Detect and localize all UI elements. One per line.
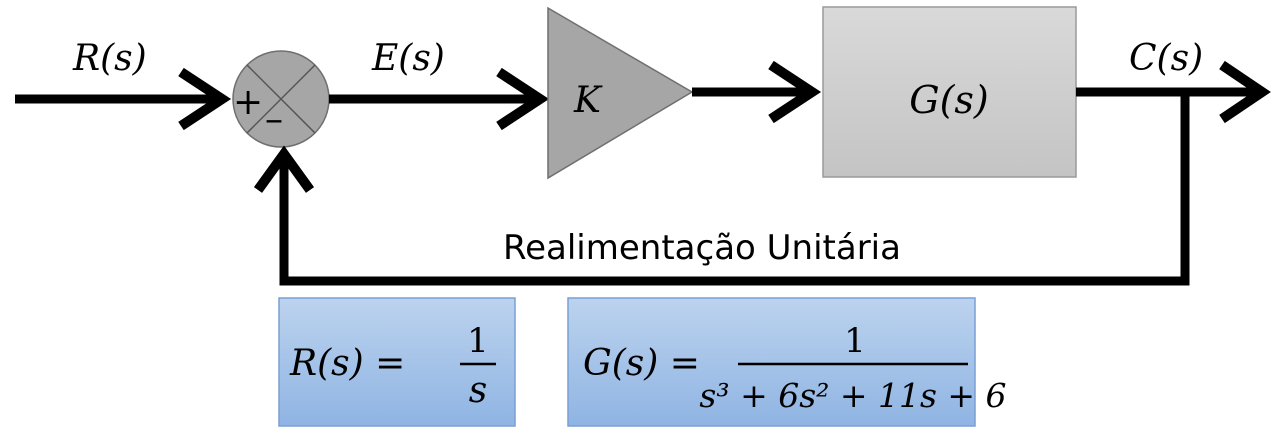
error-signal-label: E(s) [371,38,445,79]
input-equation-denominator: s [469,370,487,411]
input-signal-label: R(s) [72,38,147,79]
summing-junction: + – [232,50,330,148]
feedback-path [279,92,1190,286]
output-arrowhead [1219,60,1271,124]
input-equation-box: R(s) = 1 s [278,297,516,427]
plant-equation-denominator: s³ + 6s² + 11s + 6 [699,376,1006,415]
gain-block [547,6,694,180]
plant-equation-lhs: G(s) = [583,343,700,384]
plant-block [822,6,1077,178]
plant-equation-numerator: 1 [844,321,866,361]
plant-equation-box: G(s) = 1 s³ + 6s² + 11s + 6 [567,297,1007,427]
gain-label: K [573,80,603,121]
input-arrowhead [178,67,232,131]
gain-output-arrowhead [768,60,822,124]
error-arrowhead [496,67,550,131]
input-equation-lhs: R(s) = [289,343,405,384]
plant-label: G(s) [909,78,989,122]
feedback-caption: Realimentação Unitária [503,228,901,268]
input-equation-numerator: 1 [467,321,489,361]
output-signal-label: C(s) [1129,38,1203,79]
feedback-arrowhead [253,145,315,193]
minus-sign: – [265,99,283,140]
plus-sign: + [233,82,263,123]
